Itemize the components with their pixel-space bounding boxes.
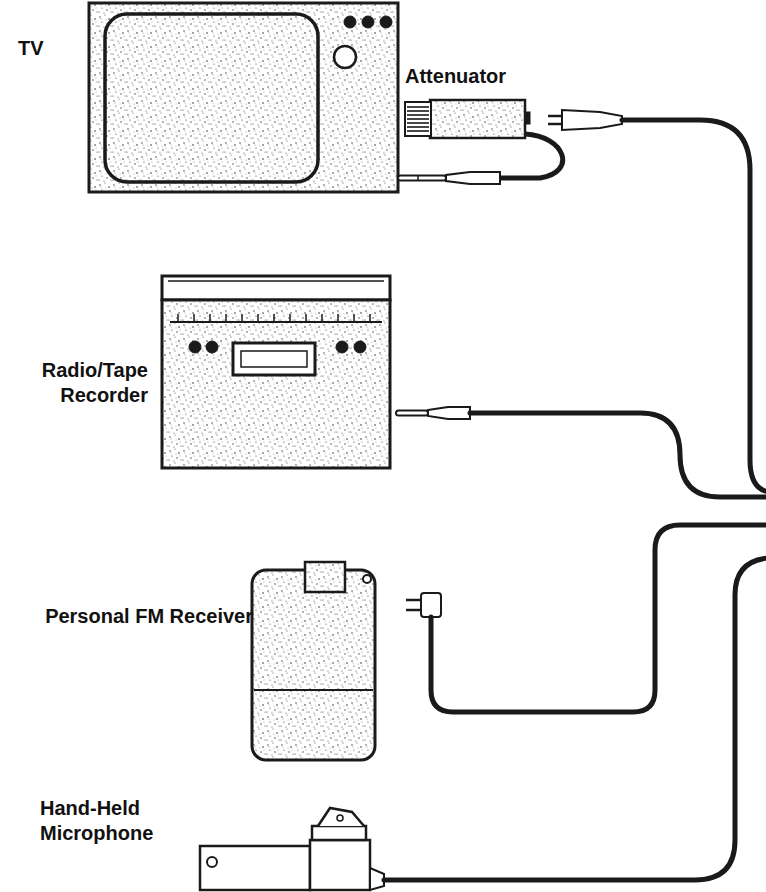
cassette-window-inner <box>241 351 307 367</box>
attenuator-tab <box>525 112 530 124</box>
plug-tip <box>398 176 446 181</box>
right-angle-plug <box>421 593 441 617</box>
radio-handle <box>162 276 390 300</box>
phone-plug <box>428 407 470 419</box>
plug-tip <box>396 411 428 416</box>
hand-held-microphone <box>200 808 384 890</box>
plug-prong <box>406 609 421 612</box>
receiver-clip <box>305 562 345 592</box>
radio-knob <box>206 341 218 353</box>
attenuator-device <box>398 100 622 184</box>
plug-prong <box>548 115 562 118</box>
receiver-body <box>252 570 375 760</box>
personal-fm-receiver <box>252 562 441 760</box>
tv-button <box>380 16 392 28</box>
device-label: TV <box>18 36 78 61</box>
receiver-jack <box>363 575 371 583</box>
plug-prong <box>406 599 421 602</box>
scale-ticks <box>178 314 370 322</box>
attenuator-grip <box>405 102 431 136</box>
attenuator-body <box>430 100 525 138</box>
radio-body <box>162 300 390 468</box>
device-label: Radio/Tape Recorder <box>22 358 148 408</box>
plug-ring <box>417 176 419 181</box>
device-label: Personal FM Receiver <box>3 604 253 629</box>
microphone-clip <box>312 826 366 840</box>
tv-screen <box>105 14 318 182</box>
tv-button <box>344 16 356 28</box>
tv-set <box>89 3 398 192</box>
device-label: Hand-Held Microphone <box>40 796 180 846</box>
cable-bundle <box>384 120 766 880</box>
tv-knob <box>334 46 356 68</box>
microphone-grille <box>207 857 217 867</box>
device-label: Attenuator <box>405 64 555 89</box>
clip-pivot <box>337 815 343 821</box>
microphone-head <box>200 846 310 890</box>
handle-edge <box>168 280 384 282</box>
microphone-handle <box>310 840 370 890</box>
radio-knob <box>354 341 366 353</box>
receiver-cable <box>431 525 766 712</box>
receiver-seam <box>254 689 373 691</box>
tv-button <box>362 16 374 28</box>
radio-knob <box>189 341 201 353</box>
radio-cable <box>470 413 766 497</box>
radio-knob <box>336 341 348 353</box>
plug-prong <box>548 123 562 126</box>
cassette-window <box>233 343 315 375</box>
radio-tape-recorder <box>162 276 470 468</box>
microphone-cable <box>384 558 766 880</box>
phone-plug <box>562 110 622 130</box>
tv-cabinet <box>89 3 398 192</box>
phone-plug <box>446 172 500 184</box>
clip-lever <box>318 808 364 826</box>
attenuator-ribs <box>407 107 429 131</box>
attenuator-cable <box>622 120 766 492</box>
tuning-scale <box>170 321 382 323</box>
attenuator-lead <box>500 134 563 178</box>
